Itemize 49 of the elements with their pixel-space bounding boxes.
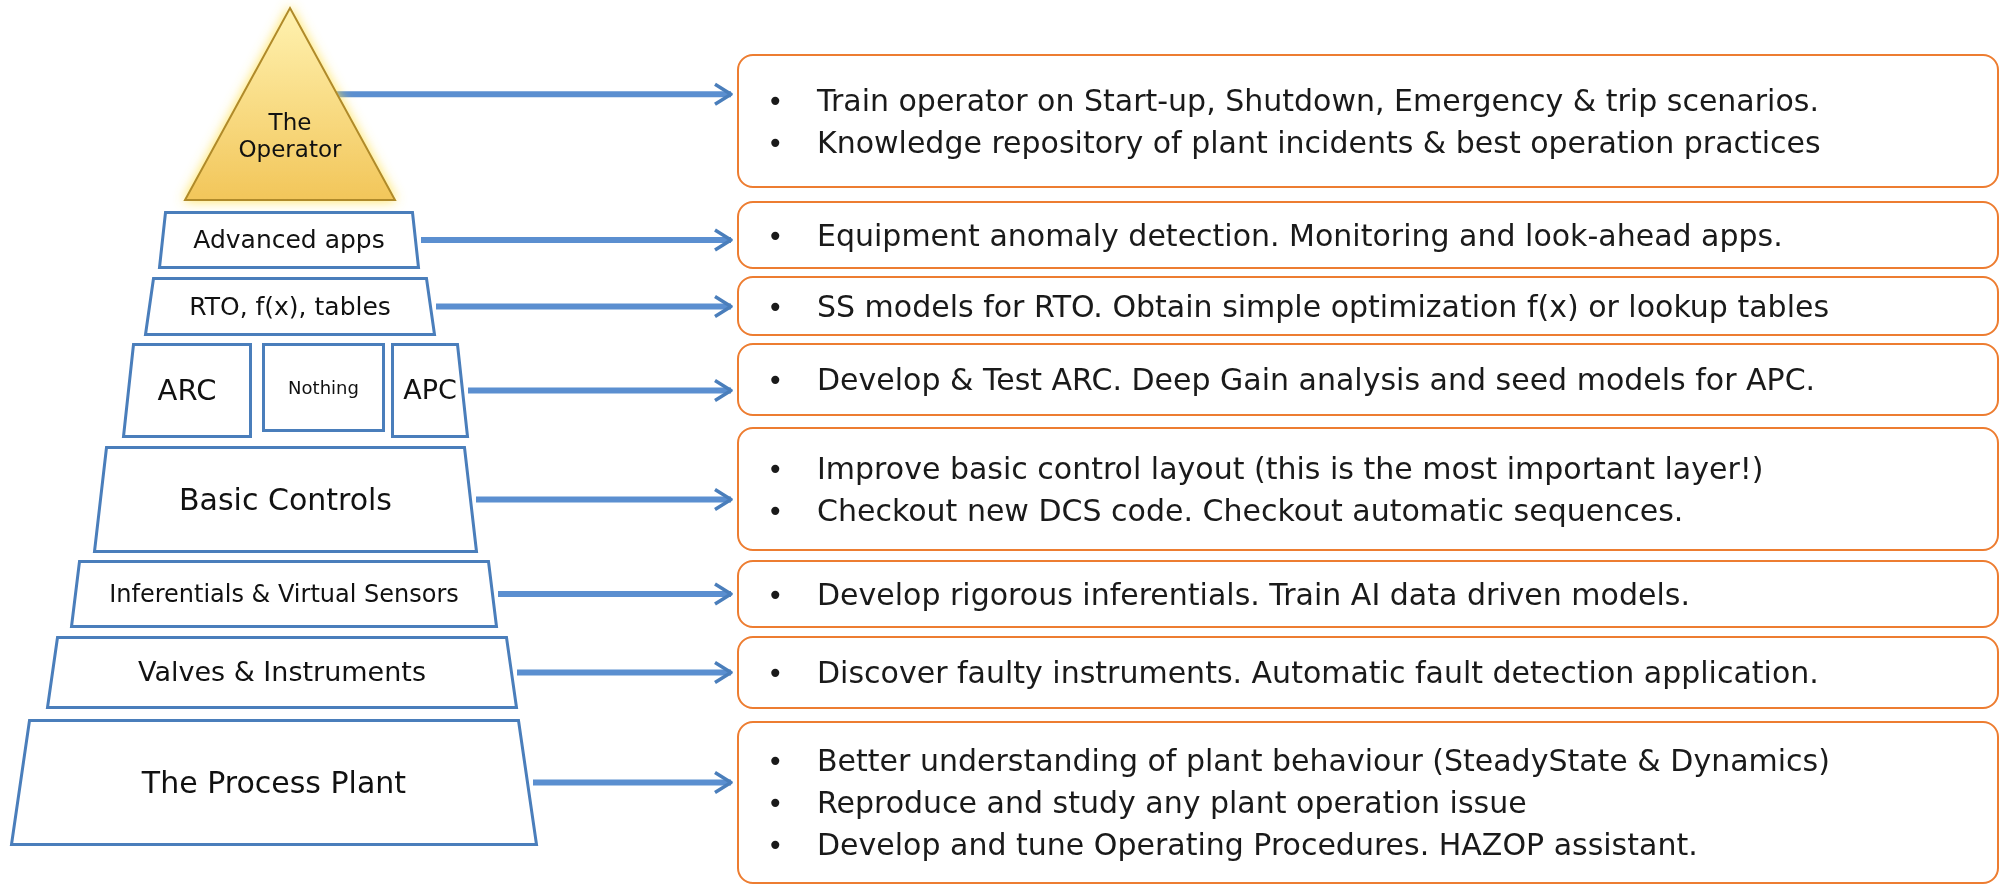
bullet-text: Improve basic control layout (this is the most important layer!) <box>817 449 1764 488</box>
bullet-marker: • <box>767 578 785 612</box>
bullet-text: Discover faulty instruments. Automatic fault detection application. <box>817 654 1819 692</box>
bullet-marker: • <box>767 657 785 690</box>
bullet-marker: • <box>767 84 785 118</box>
layer-label: Basic Controls <box>178 481 392 518</box>
layer-label: RTO, f(x), tables <box>189 291 391 322</box>
bullet-marker: • <box>767 219 785 253</box>
description-box <box>737 560 1999 628</box>
layer-label: The Operator <box>237 108 343 164</box>
layer-label: The Process Plant <box>141 764 407 801</box>
description-box <box>737 636 1999 709</box>
arrow <box>468 378 733 403</box>
bullet-marker: • <box>767 829 785 862</box>
layer-label: ARC <box>157 373 217 408</box>
layer-label: Advanced apps <box>193 225 385 255</box>
bullet-marker: • <box>767 494 785 528</box>
bullet-text: Knowledge repository of plant incidents & best operation practices <box>817 123 1821 162</box>
bullet-marker: • <box>767 126 785 160</box>
arrow <box>498 582 733 606</box>
bullet-marker: • <box>767 290 785 324</box>
bullet-text: Reproduce and study any plant operation issue <box>817 784 1527 822</box>
bullet-text: Better understanding of plant behaviour (SteadyState & Dynamics) <box>817 742 1830 780</box>
arrow <box>476 487 733 512</box>
arrow <box>436 294 733 319</box>
layer-label: Valves & Instruments <box>138 656 426 689</box>
description-box <box>737 721 1999 884</box>
bullet-text: Develop and tune Operating Procedures. HAZOP assistant. <box>817 826 1698 864</box>
arrow <box>517 660 733 685</box>
bullet-text: Checkout new DCS code. Checkout automatic sequences. <box>817 491 1684 530</box>
bullet-text: Develop rigorous inferentials. Train AI data driven models. <box>817 575 1690 614</box>
bullet-text: SS models for RTO. Obtain simple optimization f(x) or lookup tables <box>817 287 1830 326</box>
description-box <box>737 54 1999 188</box>
bullet-marker: • <box>767 787 785 820</box>
arrow <box>533 770 733 795</box>
layer-label: APC <box>403 374 457 407</box>
description-box <box>737 427 1999 551</box>
bullet-text: Develop & Test ARC. Deep Gain analysis and seed models for APC. <box>817 361 1816 399</box>
bullet-marker: • <box>767 364 785 397</box>
bullet-marker: • <box>767 745 785 778</box>
description-box <box>737 201 1999 269</box>
description-box <box>737 276 1999 336</box>
arrow <box>421 228 733 252</box>
bullet-text: Equipment anomaly detection. Monitoring and look-ahead apps. <box>817 216 1783 255</box>
description-box <box>737 343 1999 416</box>
layer-label: Inferentials & Virtual Sensors <box>109 579 459 609</box>
bullet-marker: • <box>767 452 785 486</box>
bullet-text: Train operator on Start-up, Shutdown, Emergency & trip scenarios. <box>817 81 1819 120</box>
layer-label: Nothing <box>288 376 359 399</box>
